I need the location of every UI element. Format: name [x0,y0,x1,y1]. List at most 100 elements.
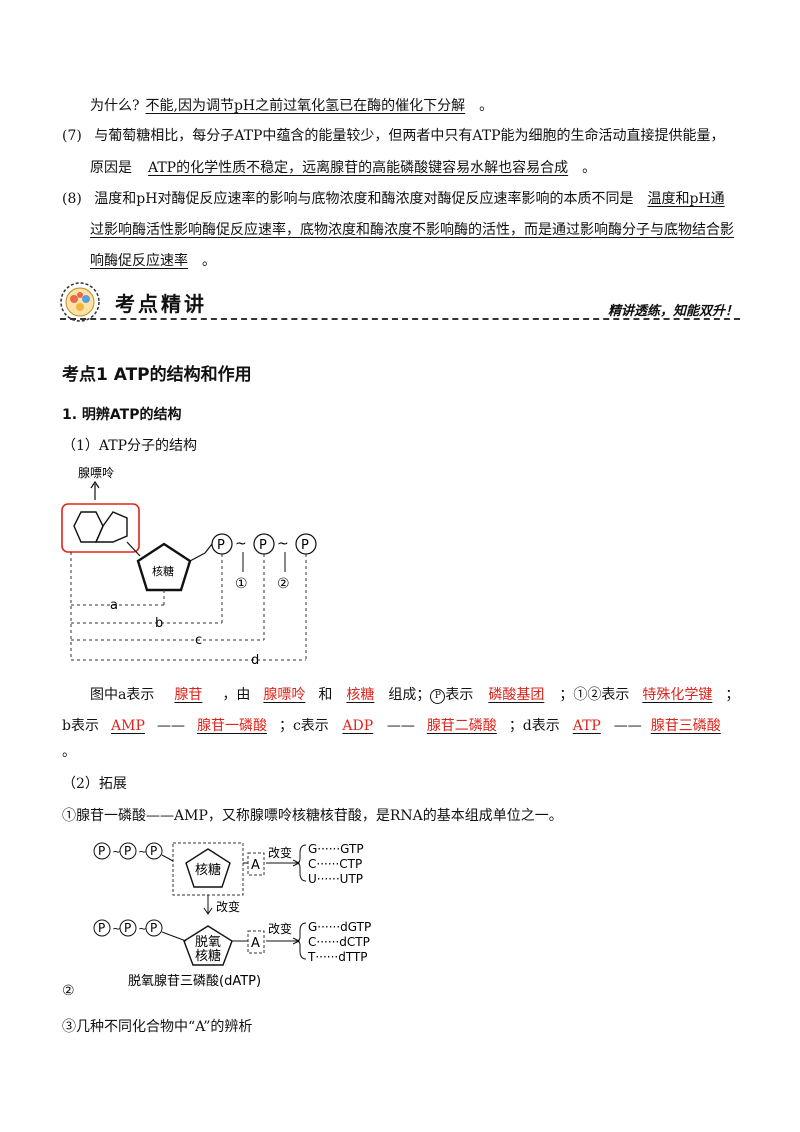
datp-caption: 脱氧腺苷三磷酸(dATP) [128,974,261,989]
banner-title: 考点精讲 [115,292,207,316]
adenine-arrowhead [90,480,100,489]
extension-item-3: ③几种不同化合物中“A”的辨析 [62,1019,253,1035]
top-row-gtp: G······GTP [308,842,364,856]
adenine-label: 腺嘌呤 [78,465,114,480]
bond-tilde-2: ~ [277,536,289,552]
phosphate-3-label: P [301,538,309,553]
bottom-deoxy-label-1: 脱氧 [195,935,221,950]
fill-l2-t3: ；d表示 [508,718,560,734]
banner-divider [60,318,740,320]
top-ribose-pentagon [185,848,231,888]
top-phosphate-3 [145,842,163,860]
extension-item-1: ①腺苷一磷酸——AMP，又称腺嘌呤核糖核苷酸，是RNA的基本组成单位之一。 [62,808,563,824]
q8-answer-2: 过影响酶活性影响酶促反应速率，底物浓度和酶浓度不影响酶的活性，而是通过影响酶分子… [90,222,734,238]
bond-tilde-1: ~ [235,536,247,552]
q7-line: (7) 与葡萄糖相比，每分子ATP中蕴含的能量较少，但两者中只有ATP能为细胞的… [62,126,725,146]
bracket-d-label: d [251,653,259,668]
top-phosphate-3-label: P [150,844,157,858]
fill-l1-t7: ； [725,687,740,703]
fill-l1-t2: ，由 [222,687,251,703]
bond-2-label: ② [277,576,290,592]
bracket-b-label: b [155,616,163,631]
svg-text:~: ~ [138,922,147,935]
answer-adp-name: 腺苷二磷酸 [426,718,497,734]
bottom-deoxy-label-2: 核糖 [195,948,221,964]
q8-answer-3: 响酶促反应速率 [90,253,188,269]
top-phosphate-1 [93,842,111,860]
top-phosphate-2-label: P [124,844,131,858]
top-row-utp: U······UTP [308,872,363,886]
atp-structure-diagram: 腺嘌呤 核糖 P ~ P ~ P ① ② a b c d [61,465,317,668]
answer-adenosine: 腺苷 [174,687,203,703]
bottom-row-dctp: C······dCTP [308,935,370,949]
bracket-c-label: c [195,633,202,648]
bottom-row: P ~ P ~ P 脱氧 核糖 A 改变 G······dGTP C······… [93,919,371,966]
adenine-highlight-box [61,503,140,553]
fill-l1-t4: 组成； [388,687,431,703]
middle-change-label: 改变 [216,899,240,914]
fill-l2-t2: ；c表示 [278,718,329,734]
subsection-structure-title: （1）ATP分子的结构 [62,438,198,454]
top-adenine-box [247,852,265,876]
ribose-phosphate-bond-2 [204,543,213,554]
bond-1-label: ① [235,576,248,592]
bottom-phosphate-2 [119,919,137,937]
q6-prefix: 为什么? [90,98,140,114]
bottom-row-dgtp: G······dGTP [308,920,371,934]
q6-answer: 不能,因为调节pH之前过氧化氢已在酶的催化下分解 [145,98,466,114]
answer-adenine: 腺嘌呤 [263,687,306,703]
adenine-ribose-bond [126,541,141,557]
extension-title: （2）拓展 [62,776,127,792]
q6-line: 为什么? 不能,因为调节pH之前过氧化氢已在酶的催化下分解。 [90,96,493,116]
fill-l2-dash3: —— [613,718,642,734]
q8-number: (8) [62,191,82,207]
answer-atp: ATP [572,718,601,734]
q7-prefix: 原因是 [90,160,132,176]
answer-adp: ADP [342,718,374,734]
phosphate-1-label: P [217,538,225,553]
answer-amp: AMP [111,718,145,734]
q8-line: (8) 温度和pH对酶促反应速率的影响与底物浓度和酶浓度对酶促反应速率影响的本质… [62,189,725,209]
bottom-phosphate-3-label: P [150,921,157,935]
top-ribose-label: 核糖 [195,862,221,878]
bottom-change-label: 改变 [268,921,292,936]
q6-end: 。 [479,98,494,114]
phosphate-2-label: P [259,538,267,553]
svg-text:~: ~ [138,845,147,858]
q8-answer-1: 温度和pH通 [647,191,725,207]
bottom-phosphate-1-label: P [98,921,105,935]
answer-atp-name: 腺苷三磷酸 [650,718,721,734]
q7-answer: ATP的化学性质不稳定，远离腺苷的高能磷酸键容易水解也容易合成 [148,160,569,176]
answer-amp-name: 腺苷一磷酸 [196,718,267,734]
banner-slogan: 精讲透练，知能双升！ [607,304,738,319]
bottom-row-dttp: T······dTTP [307,950,368,964]
q7-end: 。 [582,160,597,176]
fill-l2-dash1: —— [156,718,185,734]
answer-special-bond: 特殊化学键 [642,687,713,703]
ribose-label: 核糖 [152,564,174,578]
fill-line-3: 。 [62,744,76,760]
q8-text: 温度和pH对酶促反应速率的影响与底物浓度和酶浓度对酶促反应速率影响的本质不同是 [94,191,634,207]
svg-text:~: ~ [112,845,121,858]
bottom-adenine-box [247,930,265,954]
fill-l2-dash2: —— [386,718,415,734]
q8-answer-3-line: 响酶促反应速率。 [90,251,216,271]
nucleotide-comparison-diagram: P ~ P ~ P 核糖 A 改变 G······GTP C······CTP … [93,842,371,989]
fill-l1-t3: 和 [318,687,333,703]
bottom-deoxyribose-pentagon [183,925,233,966]
answer-ribose: 核糖 [346,687,375,703]
top-adenine-label: A [251,858,260,873]
brackets [70,552,307,661]
answer-phosphate-group: 磷酸基团 [488,687,545,703]
top-phosphate-1-label: P [98,844,105,858]
bottom-adenine-label: A [251,936,260,951]
q7-number: (7) [62,128,82,144]
svg-text:~: ~ [112,922,121,935]
subsection-heading: 1. 明辨ATP的结构 [62,407,182,423]
extension-item-2: ② [62,983,75,999]
bottom-phosphate-1 [93,919,111,937]
fill-l1-t6: ；①②表示 [559,687,630,703]
bottom-phosphate-3 [145,919,163,937]
q7-text: 与葡萄糖相比，每分子ATP中蕴含的能量较少，但两者中只有ATP能为细胞的生命活动… [94,128,725,144]
